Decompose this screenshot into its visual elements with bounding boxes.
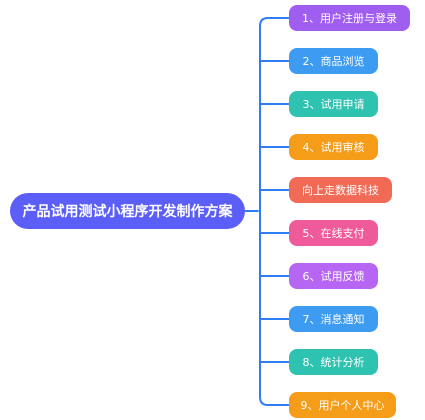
branch-connector-9 (259, 396, 290, 406)
branch-connector-0 (259, 17, 290, 27)
branch-node-trial-feedback[interactable]: 6、试用反馈 (289, 263, 378, 289)
branch-node-company[interactable]: 向上走数据科技 (289, 177, 392, 203)
branch-node-label: 6、试用反馈 (302, 270, 365, 283)
branch-node-product-browse[interactable]: 2、商品浏览 (289, 48, 378, 74)
branch-node-label: 1、用户注册与登录 (302, 12, 397, 25)
branch-node-statistics[interactable]: 8、统计分析 (289, 349, 378, 375)
branch-node-label: 9、用户个人中心 (300, 399, 385, 412)
branch-node-label: 2、商品浏览 (302, 55, 365, 68)
root-node-label: 产品试用测试小程序开发制作方案 (22, 204, 233, 220)
branch-node-online-payment[interactable]: 5、在线支付 (289, 220, 378, 246)
branch-node-label: 8、统计分析 (302, 356, 365, 369)
branch-node-notifications[interactable]: 7、消息通知 (289, 306, 378, 332)
branch-node-label: 4、试用审核 (302, 141, 365, 154)
branch-node-user-center[interactable]: 9、用户个人中心 (289, 392, 396, 418)
branch-node-label: 向上走数据科技 (302, 184, 379, 197)
branch-node-register-login[interactable]: 1、用户注册与登录 (289, 5, 410, 31)
branch-node-label: 7、消息通知 (302, 313, 365, 326)
branch-node-label: 5、在线支付 (302, 227, 365, 240)
root-node[interactable]: 产品试用测试小程序开发制作方案 (10, 193, 245, 229)
branch-node-label: 3、试用申请 (302, 98, 365, 111)
branch-node-trial-review[interactable]: 4、试用审核 (289, 134, 378, 160)
branch-node-trial-apply[interactable]: 3、试用申请 (289, 91, 378, 117)
